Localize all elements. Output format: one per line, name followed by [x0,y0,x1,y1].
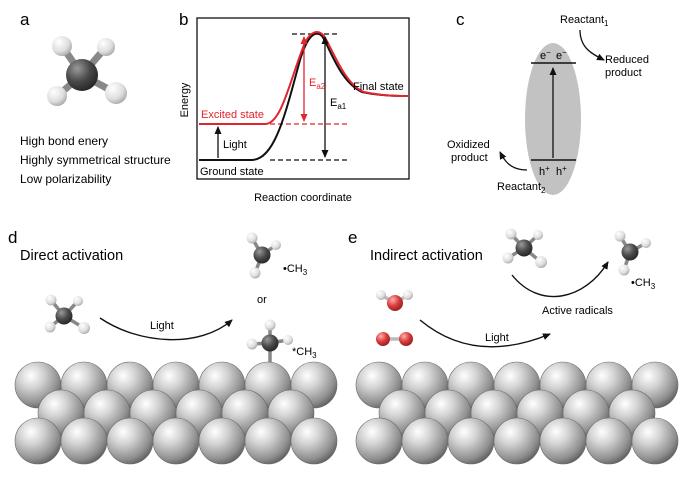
panel-label-c: c [456,10,465,29]
or-label: or [257,294,267,306]
panel-label-d: d [8,228,17,247]
methane-molecule-d [44,294,90,334]
light-label-e: Light [485,332,509,344]
hole-1: h+ [539,164,550,178]
adsorbed-methyl-label-d: *CH3 [292,346,317,360]
surface-atom [290,417,338,465]
surface-atom [60,417,108,465]
oxygen-molecule-e [376,332,413,346]
reactant1-label: Reactant1 [560,14,609,28]
reactant2-label: Reactant2 [497,181,546,195]
energy-plot-frame [196,17,410,180]
active-radicals-label: Active radicals [542,305,613,317]
methyl-radical-label-e: •CH3 [631,277,656,291]
surface-atom [106,417,154,465]
surface-atom [493,417,541,465]
reduction-arrow [579,29,605,61]
panel-label-b: b [179,10,188,29]
panel-label-e: e [348,228,357,247]
ea2-label: Ea2 [309,77,326,91]
reduced-product-label-2: product [605,67,642,79]
direct-activation-title: Direct activation [20,248,123,264]
surface-atom [631,417,679,465]
property-polarizability: Low polarizability [20,172,111,186]
property-bond-energy: High bond enery [20,134,108,148]
final-state-label: Final state [353,81,404,93]
methyl-adsorbed-d [246,319,293,365]
methane-molecule-a [47,36,127,106]
surface-atom [447,417,495,465]
ground-state-label: Ground state [200,166,264,178]
methyl-radical-free-d [246,232,281,279]
oxidation-arrow [499,151,528,171]
light-label-b: Light [223,139,247,151]
surface-atom [152,417,200,465]
surface-atom [539,417,587,465]
light-label-d: Light [150,320,174,332]
oxidized-product-label-2: product [451,152,488,164]
reaction-coordinate-label: Reaction coordinate [254,192,352,204]
methyl-radical-label-d: •CH3 [283,263,308,277]
indirect-activation-title: Indirect activation [370,248,483,264]
surface-atom [198,417,246,465]
catalyst-surface-e [355,361,679,465]
surface-atom [585,417,633,465]
surface-atom [401,417,449,465]
panel-label-a: a [20,10,30,29]
energy-axis-label: Energy [179,82,191,117]
property-symmetry: Highly symmetrical structure [20,153,171,167]
light-arrow-d [99,317,233,341]
electron-1: e− [540,48,551,62]
water-molecule-e [376,290,413,311]
light-arrow-e [419,319,551,348]
ea1-label: Ea1 [330,97,347,111]
surface-atom [355,417,403,465]
surface-atom [14,417,62,465]
surface-atom [244,417,292,465]
excited-state-label: Excited state [201,109,264,121]
catalyst-surface-d [14,361,338,465]
reduced-product-label-1: Reduced [605,54,649,66]
methyl-radical-e [614,230,651,276]
excited-state-energy-curve [199,31,409,125]
methane-molecule-e [502,228,547,268]
radical-reaction-arrow-e [511,261,609,298]
oxidized-product-label-1: Oxidized [447,139,490,151]
electron-2: e− [556,48,567,62]
hole-2: h+ [556,164,567,178]
